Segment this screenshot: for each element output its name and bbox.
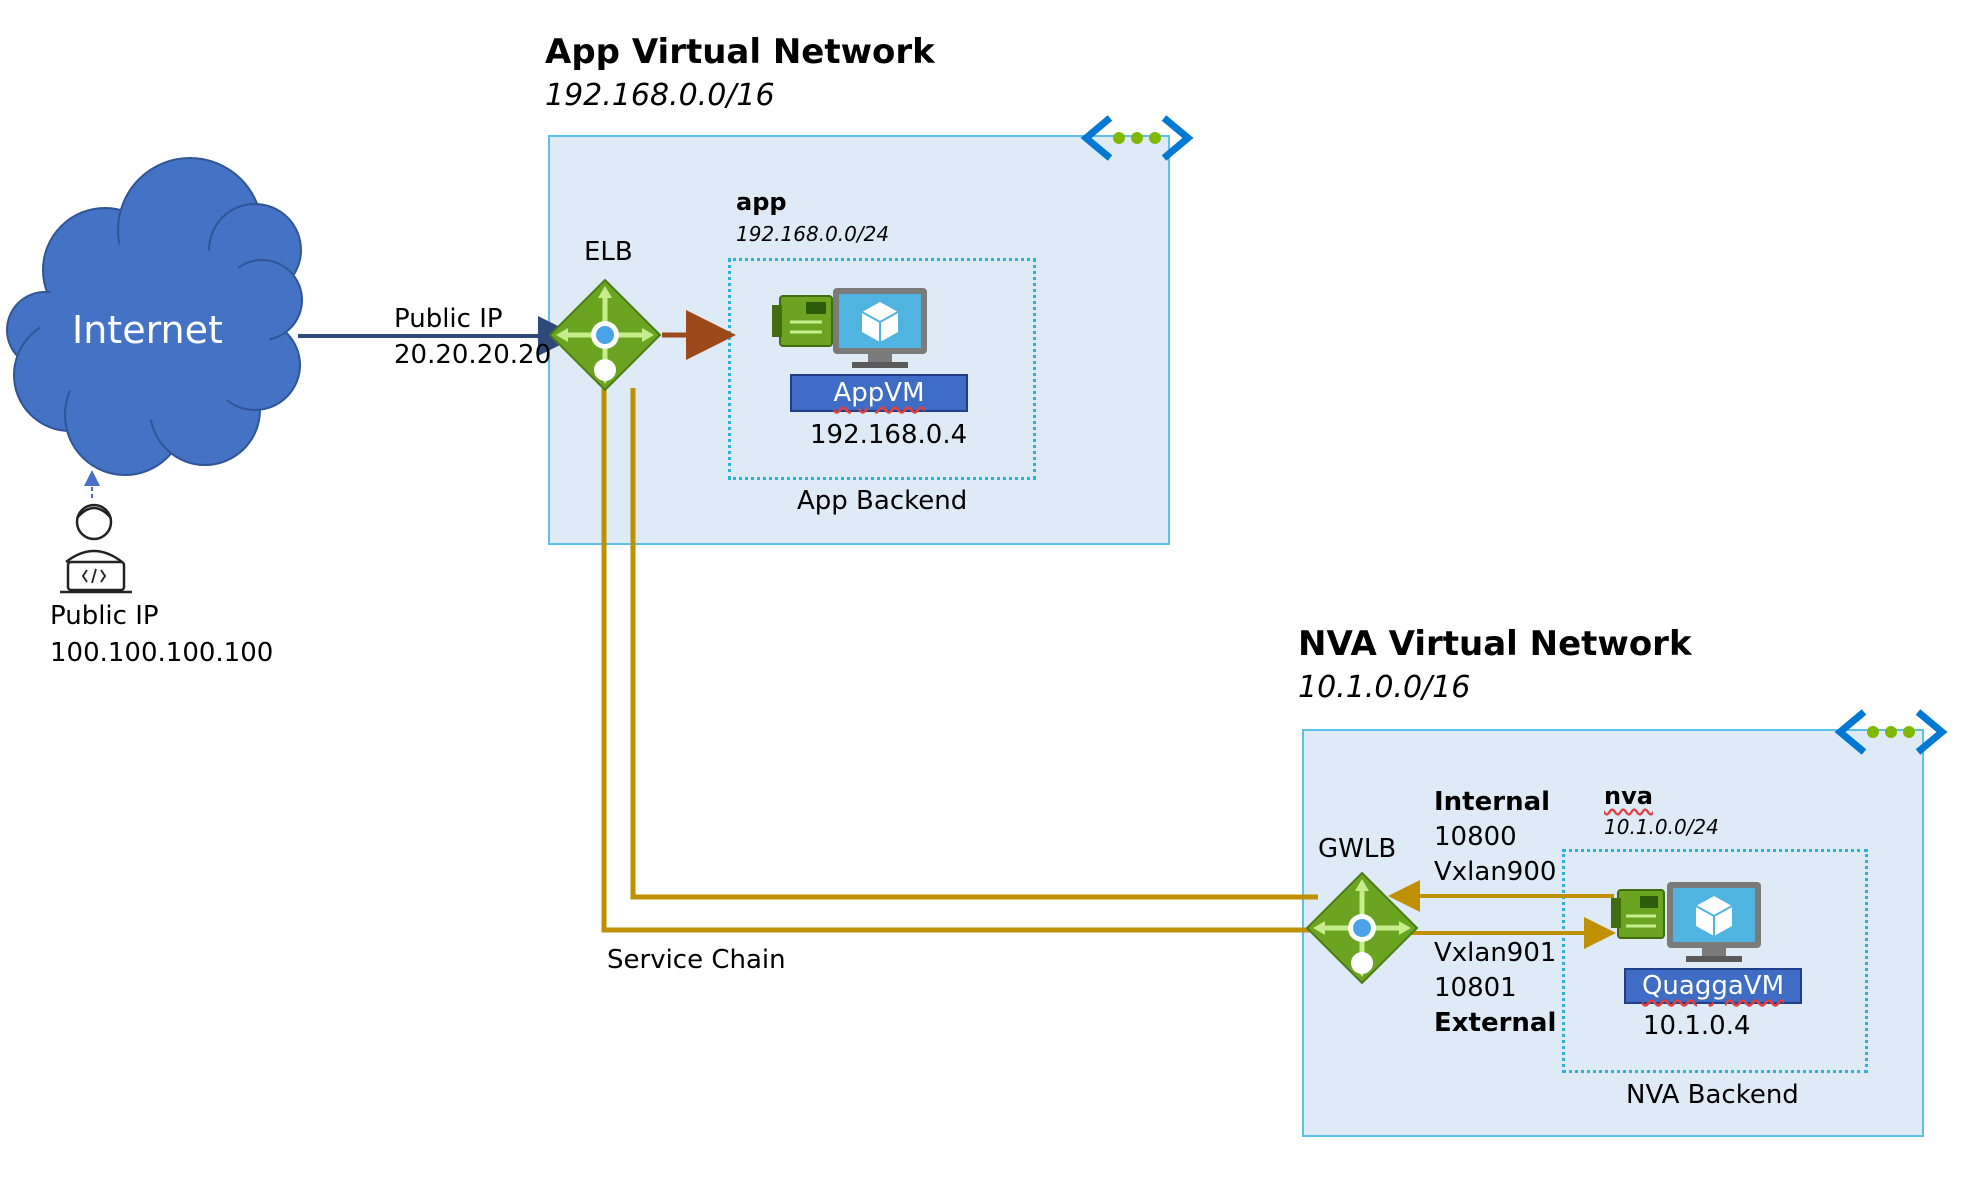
service-chain-path-inner xyxy=(630,388,1318,900)
quaggavm-name-label: QuaggaVM xyxy=(1624,968,1802,1004)
nva-subnet-cidr: 10.1.0.0/24 xyxy=(1604,815,1719,839)
service-chain-path-outer xyxy=(601,388,1318,933)
appvm-nic-icon xyxy=(772,295,833,347)
user-developer-icon xyxy=(60,503,132,594)
nva-vnet-cidr: 10.1.0.0/16 xyxy=(1298,670,1471,705)
nva-backend-label: NVA Backend xyxy=(1626,1080,1799,1110)
gwlb-label: GWLB xyxy=(1318,834,1397,864)
app-backend-subnet-box xyxy=(728,258,1036,480)
internal-vxlan: Vxlan900 xyxy=(1434,857,1557,887)
internal-port: 10800 xyxy=(1434,822,1517,852)
internet-public-ip-title: Public IP xyxy=(394,304,503,334)
appvm-ip: 192.168.0.4 xyxy=(810,420,968,450)
appvm-name-label: AppVM xyxy=(790,374,968,412)
external-title: External xyxy=(1434,1008,1557,1038)
gwlb-load-balancer-icon xyxy=(1305,871,1419,985)
elb-load-balancer-icon xyxy=(548,278,662,392)
app-subnet-name: app xyxy=(736,188,787,216)
internet-label: Internet xyxy=(72,308,223,352)
app-vnet-icon xyxy=(1080,115,1194,161)
elb-label: ELB xyxy=(584,237,633,267)
app-vnet-cidr: 192.168.0.0/16 xyxy=(545,78,775,113)
quaggavm-monitor-icon xyxy=(1667,882,1761,962)
nva-backend-subnet-box xyxy=(1562,849,1868,1073)
app-vnet-title: App Virtual Network xyxy=(545,32,935,72)
service-chain-label: Service Chain xyxy=(607,945,786,975)
user-public-ip-title: Public IP xyxy=(50,601,159,631)
appvm-monitor-icon xyxy=(833,288,927,368)
internet-public-ip: 20.20.20.20 xyxy=(394,340,552,370)
internet-cloud-icon xyxy=(6,157,303,476)
nva-vnet-title: NVA Virtual Network xyxy=(1298,624,1692,664)
app-backend-label: App Backend xyxy=(797,486,968,516)
quaggavm-ip: 10.1.0.4 xyxy=(1643,1011,1751,1041)
internal-title: Internal xyxy=(1434,787,1551,817)
app-subnet-cidr: 192.168.0.0/24 xyxy=(736,222,890,246)
user-public-ip: 100.100.100.100 xyxy=(50,638,274,668)
nva-subnet-name: nva xyxy=(1604,782,1653,810)
quaggavm-nic-icon xyxy=(1611,889,1665,939)
external-vxlan: Vxlan901 xyxy=(1434,938,1557,968)
nva-vnet-icon xyxy=(1834,709,1948,755)
external-port: 10801 xyxy=(1434,973,1517,1003)
